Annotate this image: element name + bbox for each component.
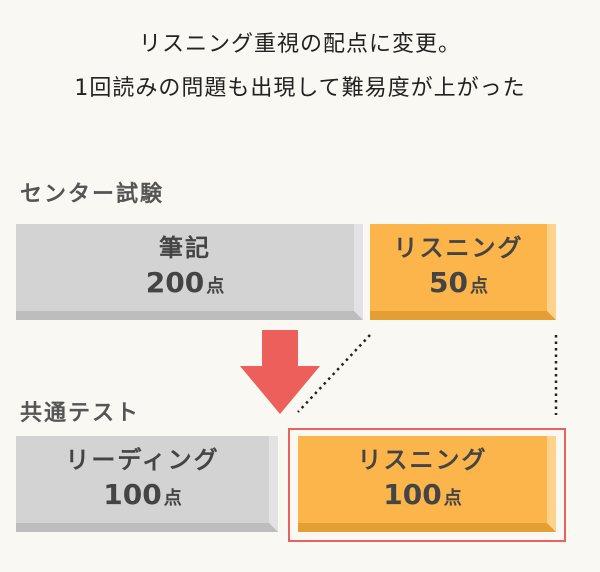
- headline-line-1: リスニング重視の配点に変更。: [138, 32, 461, 57]
- common-listening-label: リスニング: [357, 445, 488, 474]
- listening-highlight-frame: [288, 428, 566, 542]
- down-arrow-icon: [240, 330, 320, 414]
- center-listening-score-unit: 点: [469, 275, 488, 297]
- center-listening-score-value: 50: [429, 265, 468, 299]
- common-test-label: 共通テスト: [20, 401, 141, 426]
- center-test-label: センター試験: [20, 182, 165, 207]
- written-score-value: 200: [145, 265, 205, 299]
- common-listening-score-unit: 点: [443, 487, 462, 509]
- center-listening-label: リスニング: [393, 233, 524, 262]
- reading-label: リーディング: [65, 445, 220, 474]
- written-score-unit: 点: [206, 275, 225, 297]
- headline-line-2: 1回読みの問題も出現して難易度が上がった: [74, 76, 526, 101]
- reading-score-value: 100: [103, 477, 162, 511]
- written-label: 筆記: [159, 233, 211, 262]
- common-listening-score-value: 100: [383, 477, 442, 511]
- reading-score-unit: 点: [163, 487, 182, 509]
